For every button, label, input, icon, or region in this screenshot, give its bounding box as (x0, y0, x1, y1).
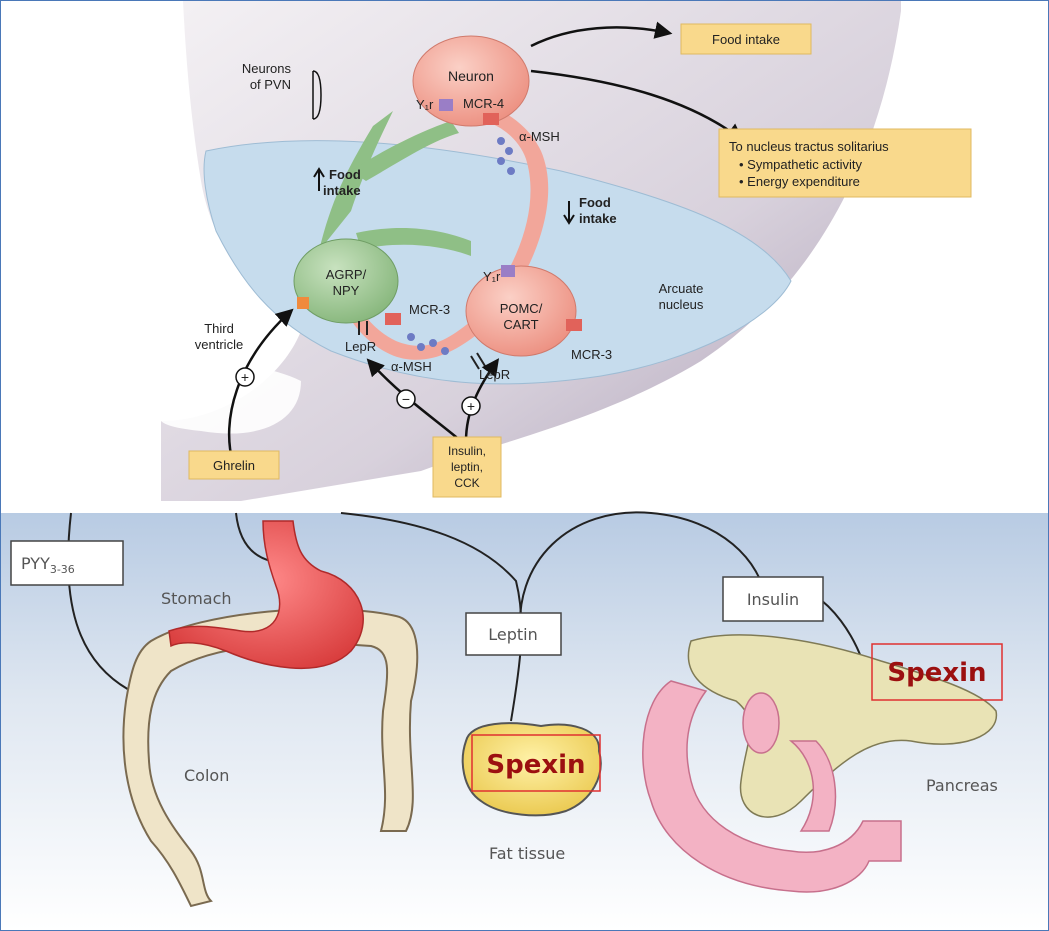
alpha-msh-bottom-label: α-MSH (391, 359, 432, 374)
insulin-box-line-1: Insulin, (448, 444, 486, 458)
third-ventricle-2: ventricle (195, 337, 243, 352)
food-intake-down-2: intake (579, 211, 617, 226)
pyy-text: PYY (21, 554, 50, 573)
third-ventricle-1: Third (204, 321, 234, 336)
pomc-label-2: CART (503, 317, 538, 332)
y1r-top-label: Y₁r (416, 97, 434, 112)
food-intake-up-2: intake (323, 183, 361, 198)
nts-title: To nucleus tractus solitarius (729, 139, 889, 154)
alpha-msh-top-label: α-MSH (519, 129, 560, 144)
pyy-subscript: 3-36 (50, 563, 75, 576)
peripheral-organs-panel: Stomach Colon PYY3-36 Leptin Insulin Fat… (1, 512, 1048, 930)
food-intake-down-1: Food (579, 195, 611, 210)
agrp-label-2: NPY (333, 283, 360, 298)
lepr-right-label: LepR (479, 367, 510, 382)
pvn-label-1: Neurons (242, 61, 292, 76)
insulin-label: Insulin (747, 590, 799, 609)
arcuate-label-1: Arcuate (659, 281, 704, 296)
mcr4-label: MCR-4 (463, 96, 504, 111)
minus-sign: − (402, 391, 410, 407)
plus-ghrelin: + (241, 369, 249, 385)
insulin-box-line-2: leptin, (451, 460, 483, 474)
spexin-pancreas-label: Spexin (887, 658, 986, 688)
insulin-box-line-3: CCK (454, 476, 479, 490)
food-intake-up-1: Food (329, 167, 361, 182)
mcr3-left-label: MCR-3 (409, 302, 450, 317)
spexin-fat-label: Spexin (486, 750, 585, 780)
stomach-label: Stomach (161, 589, 232, 608)
plus-insulin: + (467, 398, 475, 414)
nts-bullet-2: • Energy expenditure (739, 174, 860, 189)
neuron-label: Neuron (448, 68, 494, 84)
pomc-label-1: POMC/ (500, 301, 543, 316)
agrp-label-1: AGRP/ (326, 267, 367, 282)
nts-bullet-1: • Sympathetic activity (739, 157, 863, 172)
mcr3-right-label: MCR-3 (571, 347, 612, 362)
colon-label: Colon (184, 766, 229, 785)
pancreas-label: Pancreas (926, 776, 998, 795)
lepr-left-label: LepR (345, 339, 376, 354)
leptin-label: Leptin (488, 625, 538, 644)
food-intake-box-label: Food intake (712, 32, 780, 47)
pvn-label-2: of PVN (250, 77, 291, 92)
arcuate-label-2: nucleus (659, 297, 704, 312)
y1r-mid-label: Y₁r (483, 269, 501, 284)
ghrelin-label: Ghrelin (213, 458, 255, 473)
fat-tissue-label: Fat tissue (489, 844, 565, 863)
